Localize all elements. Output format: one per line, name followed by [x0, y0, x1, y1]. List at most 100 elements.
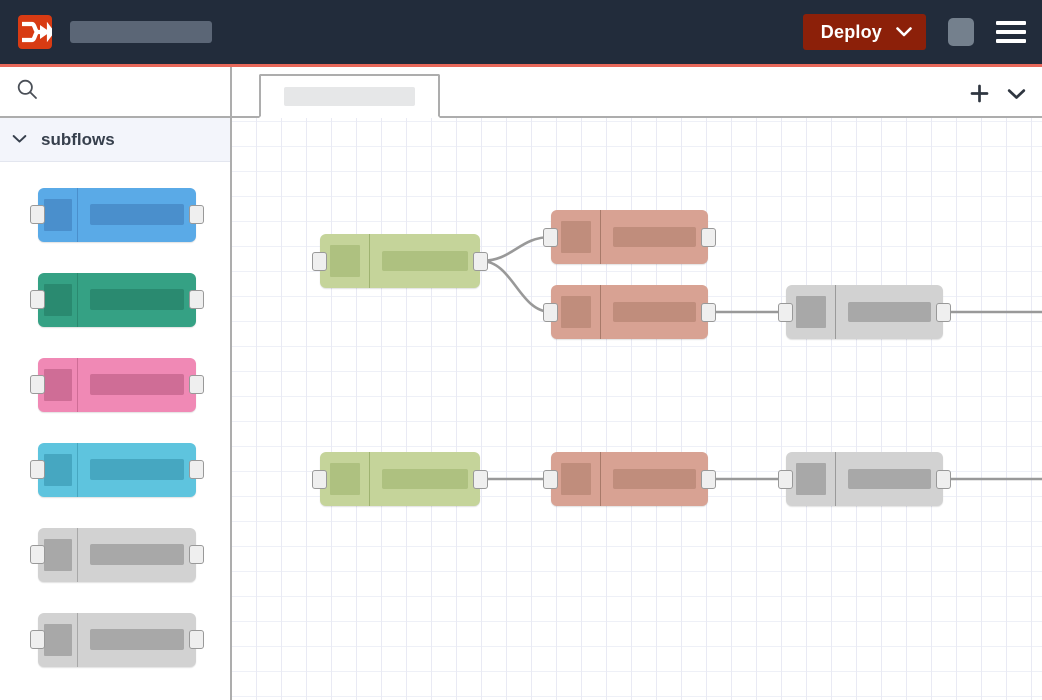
node-input-port[interactable] — [312, 251, 327, 271]
node-input-port[interactable] — [30, 205, 45, 224]
node-label — [613, 302, 696, 322]
node-icon-cell — [38, 272, 78, 327]
palette-node-cyan[interactable] — [30, 442, 204, 497]
node-output-port[interactable] — [189, 375, 204, 394]
node-label — [382, 251, 468, 271]
node-label-cell — [601, 210, 708, 264]
hamburger-bar — [996, 21, 1026, 25]
flow-node-grey-2[interactable] — [778, 452, 951, 506]
deploy-button-label: Deploy — [820, 22, 882, 42]
node-input-port[interactable] — [30, 460, 45, 479]
node-output-port[interactable] — [936, 302, 951, 322]
palette-node-pink[interactable] — [30, 357, 204, 412]
node-input-port[interactable] — [543, 469, 558, 489]
flow-node-green-1[interactable] — [312, 234, 488, 288]
wire-green1-to-salmon2[interactable] — [479, 259, 553, 314]
node-label — [90, 204, 184, 225]
wire-green1-to-salmon1[interactable] — [479, 235, 553, 263]
palette-item[interactable] — [0, 597, 230, 682]
node-input-port[interactable] — [778, 469, 793, 489]
node-type-icon — [43, 623, 72, 656]
node-icon-cell — [551, 285, 601, 339]
node-output-port[interactable] — [473, 251, 488, 271]
node-input-port[interactable] — [30, 630, 45, 649]
user-avatar-icon[interactable] — [948, 18, 974, 46]
node-type-icon — [43, 283, 72, 316]
node-icon-cell — [38, 187, 78, 242]
node-output-port[interactable] — [189, 205, 204, 224]
node-icon-cell — [38, 527, 78, 582]
chevron-down-icon — [12, 131, 27, 149]
hamburger-menu-icon[interactable] — [996, 18, 1026, 46]
palette-item[interactable] — [0, 427, 230, 512]
palette-item[interactable] — [0, 342, 230, 427]
node-output-port[interactable] — [189, 545, 204, 564]
node-input-port[interactable] — [543, 227, 558, 247]
node-input-port[interactable] — [543, 302, 558, 322]
node-type-icon — [795, 463, 826, 495]
node-label — [90, 459, 184, 480]
node-type-icon — [329, 463, 360, 495]
node-output-port[interactable] — [936, 469, 951, 489]
node-icon-cell — [38, 612, 78, 667]
node-output-port[interactable] — [701, 227, 716, 247]
node-label — [613, 227, 696, 247]
palette-node-list — [0, 162, 230, 700]
node-output-port[interactable] — [189, 460, 204, 479]
node-output-port[interactable] — [189, 630, 204, 649]
flow-node-salmon-2[interactable] — [543, 285, 716, 339]
flow-node-salmon-1[interactable] — [543, 210, 716, 264]
node-label — [90, 289, 184, 310]
palette-item[interactable] — [0, 172, 230, 257]
node-output-port[interactable] — [701, 302, 716, 322]
node-type-icon — [560, 221, 591, 253]
node-input-port[interactable] — [30, 290, 45, 309]
node-red-logo-icon[interactable] — [18, 15, 52, 49]
tab-bar-actions — [970, 84, 1026, 106]
node-label — [90, 629, 184, 650]
tab-menu-button[interactable] — [1007, 88, 1026, 103]
flow-canvas[interactable] — [232, 118, 1042, 700]
palette-category-subflows[interactable]: subflows — [0, 118, 230, 162]
flow-node-grey-1[interactable] — [778, 285, 951, 339]
node-label-cell — [78, 613, 196, 667]
node-label-cell — [78, 528, 196, 582]
node-label — [90, 544, 184, 565]
page-title — [70, 21, 212, 43]
node-type-icon — [329, 245, 360, 277]
node-input-port[interactable] — [30, 375, 45, 394]
workspace — [232, 67, 1042, 700]
node-icon-cell — [320, 234, 370, 288]
node-output-port[interactable] — [189, 290, 204, 309]
node-label-cell — [78, 188, 196, 242]
flow-node-salmon-3[interactable] — [543, 452, 716, 506]
node-output-port[interactable] — [473, 469, 488, 489]
palette-node-grey-1[interactable] — [30, 527, 204, 582]
node-icon-cell — [786, 452, 836, 506]
node-label — [90, 374, 184, 395]
palette-node-grey-2[interactable] — [30, 612, 204, 667]
flow-node-green-2[interactable] — [312, 452, 488, 506]
hamburger-bar — [996, 39, 1026, 43]
node-label-cell — [836, 285, 943, 339]
node-output-port[interactable] — [701, 469, 716, 489]
flow-tab-1[interactable] — [259, 74, 440, 118]
palette-item[interactable] — [0, 512, 230, 597]
palette-node-teal[interactable] — [30, 272, 204, 327]
node-input-port[interactable] — [778, 302, 793, 322]
node-input-port[interactable] — [30, 545, 45, 564]
node-input-port[interactable] — [312, 469, 327, 489]
palette-item[interactable] — [0, 257, 230, 342]
palette-node-blue[interactable] — [30, 187, 204, 242]
node-icon-cell — [786, 285, 836, 339]
search-input[interactable] — [0, 67, 230, 118]
node-label-cell — [370, 452, 480, 506]
deploy-button[interactable]: Deploy — [802, 14, 926, 50]
node-label-cell — [78, 358, 196, 412]
add-flow-button[interactable] — [970, 84, 989, 106]
node-label-cell — [601, 285, 708, 339]
node-label — [848, 469, 931, 489]
flow-tab-label — [284, 86, 415, 106]
node-icon-cell — [551, 452, 601, 506]
